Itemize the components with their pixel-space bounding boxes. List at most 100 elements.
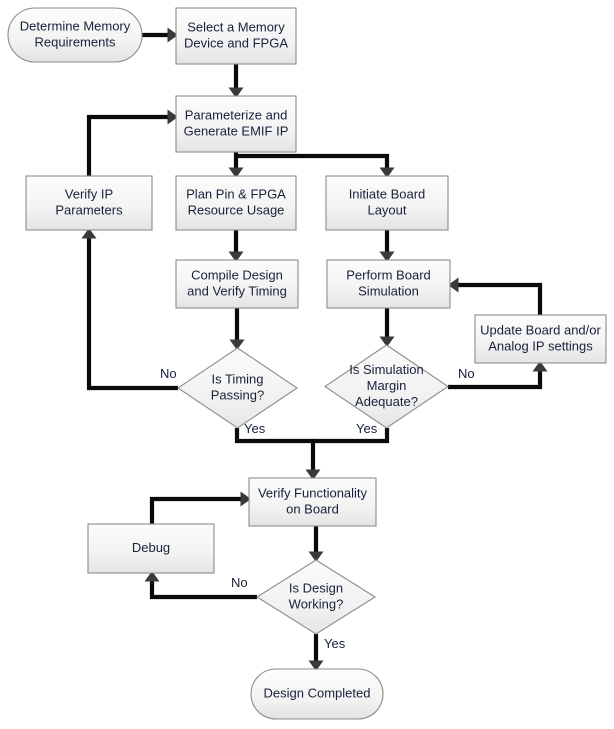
connector-plan-to-compile xyxy=(228,230,244,262)
node-label-line: Verify IP xyxy=(65,186,113,201)
node-label-line: Margin xyxy=(367,378,407,393)
connector-line xyxy=(234,428,316,470)
node-label-line: Working? xyxy=(289,596,344,611)
node-label-line: Parameterize and xyxy=(185,107,288,122)
arrowhead-icon xyxy=(240,491,251,507)
arrowhead-icon xyxy=(532,361,548,372)
decision-shape xyxy=(255,559,377,635)
connector-is-design-working-no-to-debug xyxy=(144,571,257,600)
process-shape xyxy=(248,477,377,527)
arrowhead-icon xyxy=(81,228,97,239)
node-label-line: Update Board and/or xyxy=(480,322,601,337)
arrowhead-icon xyxy=(228,167,244,178)
arrowhead-icon xyxy=(228,87,244,98)
connector-compile-to-is-timing xyxy=(229,308,245,350)
process-shape xyxy=(175,7,297,65)
node-label-line: Layout xyxy=(367,202,406,217)
node-label-line: and Verify Timing xyxy=(187,283,287,298)
node-label-line: Debug xyxy=(132,540,170,555)
node-label-line: Select a Memory xyxy=(187,19,285,34)
connector-update-board-to-perform xyxy=(448,277,543,315)
node-design-completed[interactable]: Design Completed xyxy=(250,668,384,720)
arrowhead-icon xyxy=(167,109,178,125)
process-shape xyxy=(87,523,215,574)
node-label-line: Generate EMIF IP xyxy=(184,123,289,138)
arrowhead-icon xyxy=(167,27,178,43)
connector-verify-ip-to-parameterize xyxy=(86,109,178,176)
connector-line xyxy=(236,153,390,168)
arrowhead-icon xyxy=(379,251,395,262)
node-label-line: Determine Memory xyxy=(20,18,131,33)
process-shape xyxy=(474,314,607,364)
arrowhead-icon xyxy=(308,660,324,671)
connector-initiate-to-perform xyxy=(379,230,395,262)
connector-line xyxy=(86,114,168,176)
connector-line xyxy=(149,581,257,600)
arrowhead-icon xyxy=(308,551,324,562)
connector-is-simulation-no-to-update-board xyxy=(448,361,548,390)
node-label-line: Passing? xyxy=(211,387,264,402)
arrowhead-icon xyxy=(305,469,321,480)
connector-line xyxy=(458,282,543,315)
node-label-line: Parameters xyxy=(55,202,123,217)
connector-verify-functionality-to-is-design-working xyxy=(308,526,324,562)
node-label-line: Design Completed xyxy=(264,685,371,700)
arrowhead-icon xyxy=(448,277,459,293)
connector-is-design-working-yes-to-design-completed xyxy=(308,634,324,671)
connector-parameterize-to-initiate xyxy=(236,153,395,178)
node-label-line: Plan Pin & FPGA xyxy=(186,186,286,201)
connector-line xyxy=(86,238,178,391)
node-label-line: Device and FPGA xyxy=(184,35,288,50)
node-label-line: Adequate? xyxy=(355,394,418,409)
arrowhead-icon xyxy=(379,167,395,178)
edge-label-is-simulation-yes-to-verify-functionality: Yes xyxy=(356,421,378,436)
node-label-line: Analog IP settings xyxy=(488,338,593,353)
node-label-line: Verify Functionality xyxy=(258,485,368,500)
decision-shape xyxy=(324,344,449,429)
arrowhead-icon xyxy=(229,339,245,350)
process-shape xyxy=(175,175,297,231)
node-label-line: Simulation xyxy=(358,283,419,298)
decision-shape xyxy=(177,347,298,429)
connector-select-to-parameterize xyxy=(228,64,244,98)
edge-label-is-timing-yes-to-verify-functionality: Yes xyxy=(244,421,266,436)
connector-determine-to-select xyxy=(142,27,178,43)
connector-is-timing-no-to-verify-ip xyxy=(81,228,178,391)
edge-label-is-design-working-no-to-debug: No xyxy=(231,575,248,590)
connector-debug-to-verify-functionality xyxy=(149,491,251,524)
connector-is-timing-yes-to-verify-functionality xyxy=(234,428,321,480)
edge-label-is-timing-no-to-verify-ip: No xyxy=(160,366,177,381)
edges-layer xyxy=(81,27,548,671)
process-shape xyxy=(325,175,449,231)
terminator-shape xyxy=(7,7,143,63)
node-label-line: Is Simulation xyxy=(349,362,423,377)
node-label-line: Is Design xyxy=(289,580,343,595)
connector-line xyxy=(448,371,543,390)
connector-line xyxy=(313,428,390,444)
process-shape xyxy=(175,95,297,153)
node-label-line: Compile Design xyxy=(191,267,283,282)
node-label-line: Initiate Board xyxy=(349,186,426,201)
node-label-line: Resource Usage xyxy=(188,202,285,217)
process-shape xyxy=(25,175,153,231)
connector-line xyxy=(149,496,241,524)
node-debug[interactable]: Debug xyxy=(87,523,215,574)
arrowhead-icon xyxy=(379,336,395,347)
